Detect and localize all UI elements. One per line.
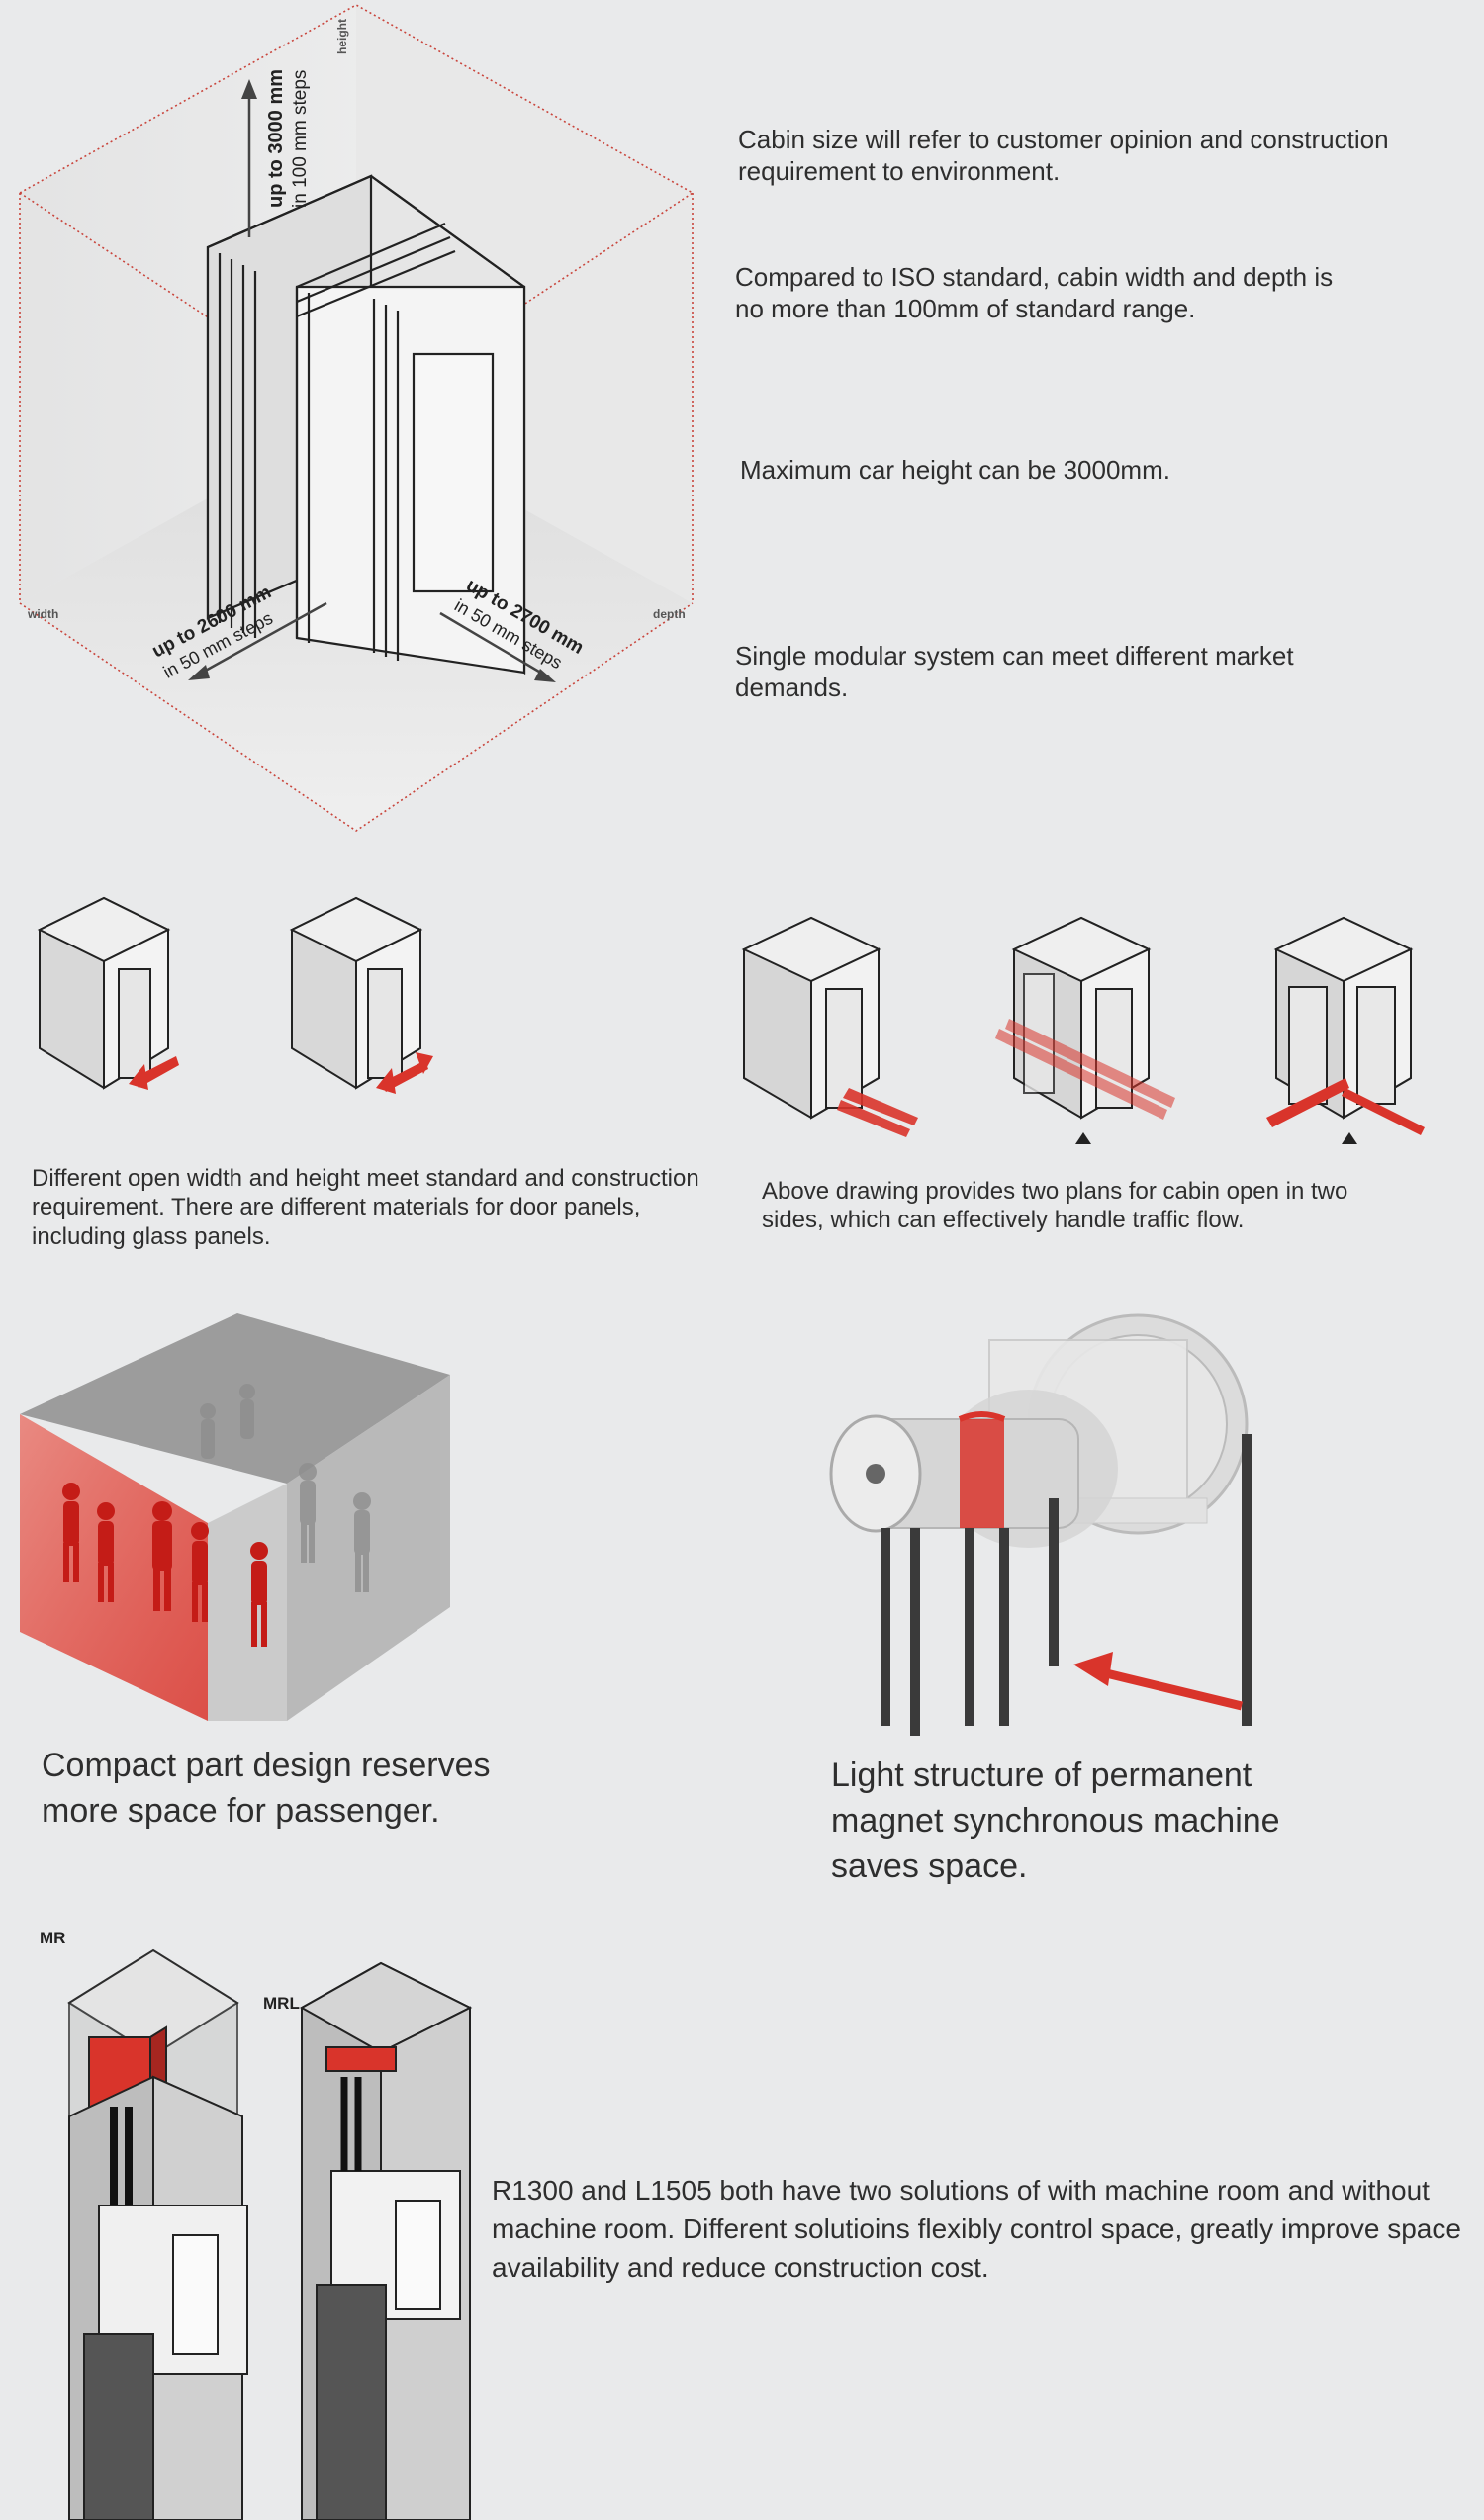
- cabin-block: [206, 174, 526, 675]
- space-box-top: [20, 1313, 450, 1484]
- axis-height-label: height: [335, 19, 349, 54]
- depth-arrow: [439, 611, 556, 682]
- passenger-space-diagram: [20, 1313, 450, 1721]
- grey-passengers: [200, 1384, 371, 1592]
- cabin-plan-c: [1266, 916, 1425, 1135]
- mr-mrl-text: R1300 and L1505 both have two solutions …: [492, 2175, 1461, 2284]
- space-box-grey-area: [208, 1484, 287, 1721]
- height-label: up to 3000 mm: [265, 69, 287, 208]
- mrl-label: MRL: [263, 1994, 300, 2013]
- cabin-single-door-left: [37, 896, 179, 1090]
- cabin-plan-a: [741, 916, 918, 1137]
- mr-label: MR: [40, 1929, 66, 1947]
- max-height-text: Maximum car height can be 3000mm.: [740, 455, 1170, 485]
- plan-b-marker: [1075, 1132, 1091, 1144]
- door-width-text: Different open width and height meet sta…: [32, 1165, 699, 1250]
- iso-standard-text: Compared to ISO standard, cabin width an…: [735, 262, 1334, 323]
- cabin-size-text: Cabin size will refer to customer opinio…: [738, 125, 1389, 186]
- cabin-single-door-double-arrow: [289, 896, 433, 1094]
- light-structure-text: Light structure of permanent magnet sync…: [831, 1756, 1280, 1885]
- machine-red-arrow: [1073, 1652, 1244, 1711]
- two-side-open-text: Above drawing provides two plans for cab…: [762, 1178, 1348, 1234]
- red-coil: [960, 1419, 1004, 1528]
- door-options-diagram: [37, 896, 1425, 1144]
- mr-shaft: [67, 1948, 248, 2520]
- shaft-outline: [19, 4, 694, 832]
- height-steps: in 100 mm steps: [290, 70, 311, 208]
- modular-system-text: Single modular system can meet different…: [735, 641, 1294, 702]
- machine-diagram: [829, 1313, 1252, 1736]
- mr-mrl-diagram: [67, 1948, 473, 2520]
- compact-design-text: Compact part design reserves more space …: [42, 1747, 491, 1830]
- width-arrow: [188, 601, 327, 680]
- red-passengers: [62, 1483, 268, 1647]
- cabin-plan-b: [995, 916, 1175, 1120]
- plan-c-marker: [1342, 1132, 1357, 1144]
- axis-width-label: width: [27, 607, 58, 621]
- mrl-shaft: [299, 1961, 473, 2520]
- height-arrow: [241, 79, 257, 237]
- cabin-dimension-diagram: up to 3000 mm in 100 mm steps height up …: [19, 4, 694, 832]
- hoist-ropes: [881, 1434, 1252, 1736]
- axis-depth-label: depth: [653, 607, 686, 621]
